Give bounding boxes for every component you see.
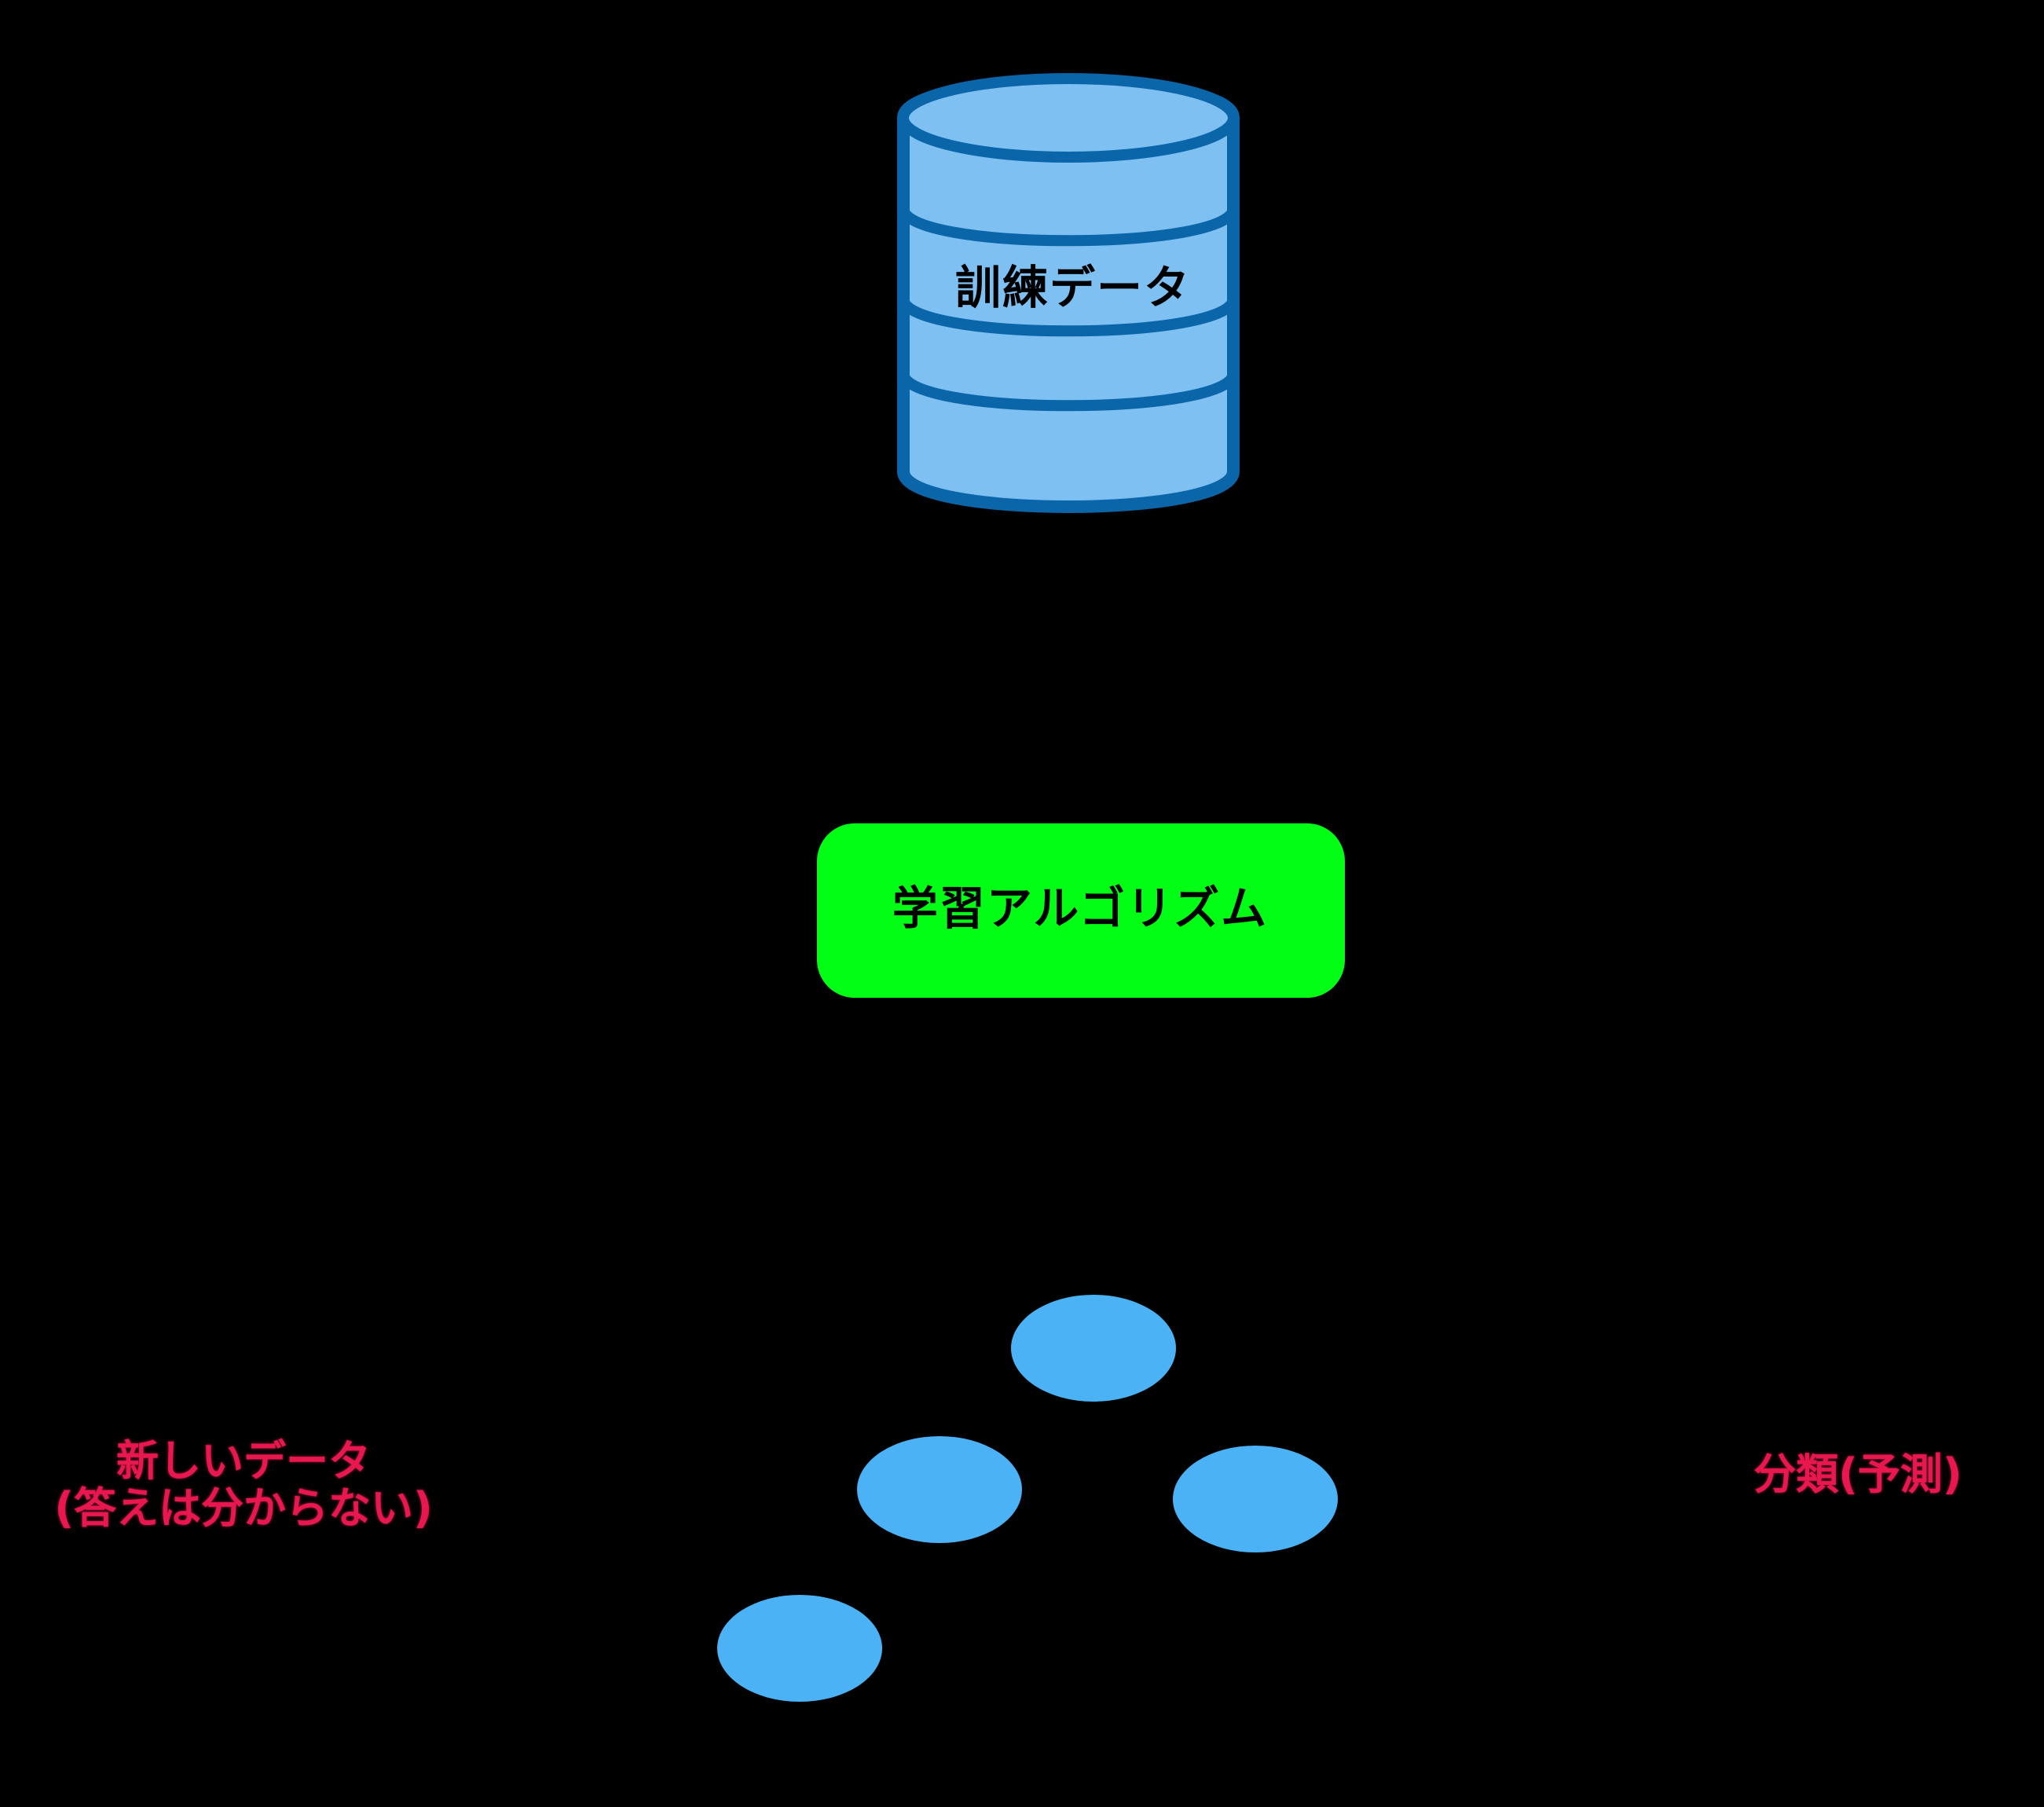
new-data-line2: (答えは分からない) xyxy=(54,1483,433,1533)
algorithm-box xyxy=(817,823,1345,998)
algorithm-label: 学習アルゴリズム xyxy=(892,882,1269,935)
cylinder-band-2 xyxy=(898,296,1239,337)
classification-result-label: 分類(予測) xyxy=(1753,1450,1962,1499)
cylinder-band-3 xyxy=(898,371,1239,412)
training-data-cylinder xyxy=(897,73,1240,513)
cylinder-band-1 xyxy=(898,206,1239,247)
node-bottom-left xyxy=(717,1595,882,1702)
new-data-line1: 新しいデータ xyxy=(116,1436,371,1486)
node-middle-left xyxy=(857,1436,1022,1543)
node-middle-right xyxy=(1173,1446,1338,1552)
training-data-label: 訓練データ xyxy=(954,261,1191,314)
cylinder-top xyxy=(898,73,1239,163)
new-data-label: 新しいデータ (答えは分からない) xyxy=(24,1438,463,1532)
node-top xyxy=(1011,1295,1176,1402)
